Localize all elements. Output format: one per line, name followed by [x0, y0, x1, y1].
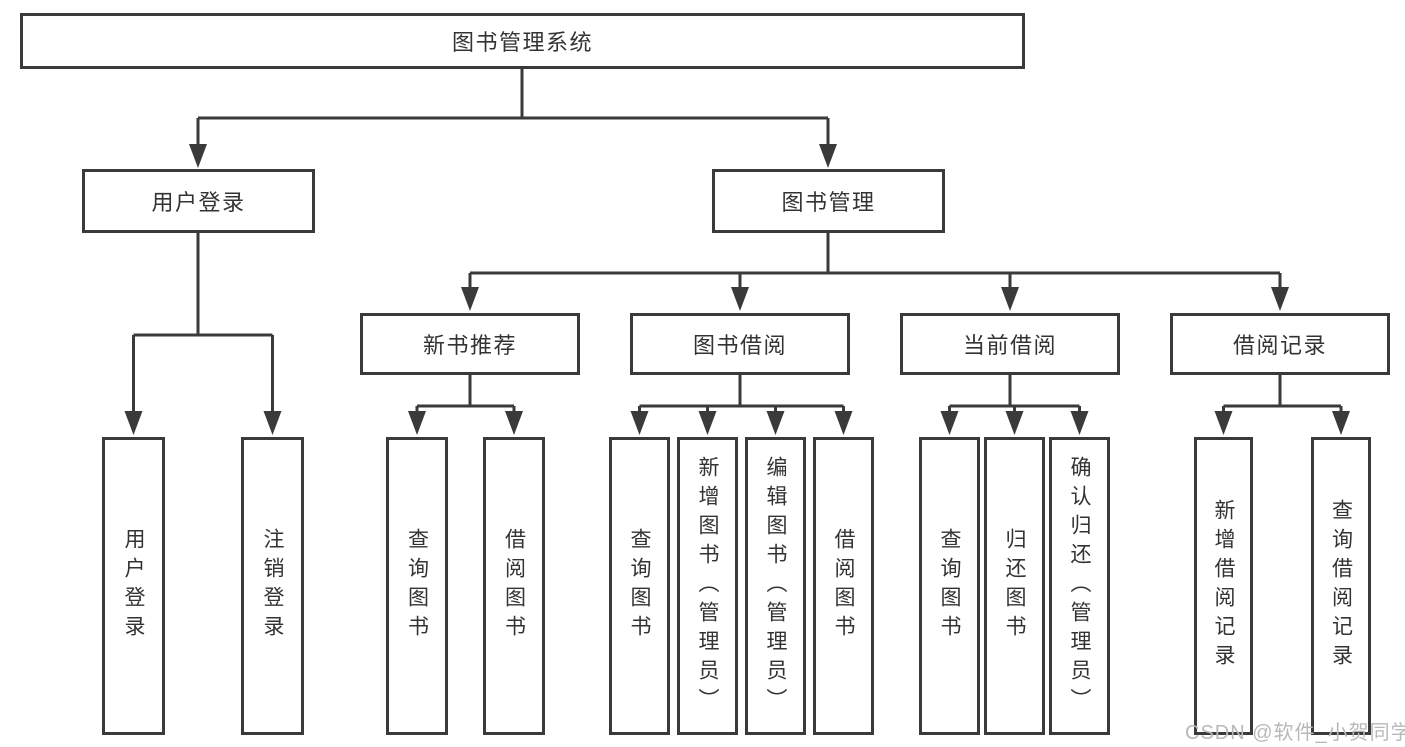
node-label: 当前借阅 — [962, 333, 1057, 358]
leaf-label: 新增借阅记录 — [1212, 499, 1235, 673]
leaf-borrow-books: 借阅图书 — [813, 437, 874, 735]
csdn-watermark: CSDN @软件_小贺同学 — [1185, 722, 1405, 744]
node-label: 借阅记录 — [1232, 333, 1327, 358]
leaf-label: 查询图书 — [628, 528, 651, 644]
node-user-login: 用户登录 — [82, 169, 315, 233]
leaf-label: 查询图书 — [405, 528, 429, 644]
node-label: 图书借阅 — [692, 333, 787, 358]
node-borrowing-records: 借阅记录 — [1170, 313, 1390, 375]
node-label: 图书管理系统 — [451, 30, 593, 55]
arrowheads — [124, 144, 1350, 435]
node-label: 用户登录 — [151, 190, 246, 215]
node-new-book-recommendation: 新书推荐 — [360, 313, 580, 375]
leaf-borrow-books-recommend: 借阅图书 — [483, 437, 545, 735]
leaf-return-books: 归还图书 — [984, 437, 1045, 735]
leaf-confirm-return-admin: 确认归还（管理员） — [1049, 437, 1110, 735]
leaf-label: 查询图书 — [938, 528, 961, 644]
leaf-label: 注销登录 — [261, 528, 284, 644]
node-library-system: 图书管理系统 — [20, 13, 1025, 69]
node-book-borrowing: 图书借阅 — [630, 313, 850, 375]
leaf-label: 用户登录 — [122, 528, 145, 644]
leaf-query-books-borrowing: 查询图书 — [609, 437, 670, 735]
leaf-label: 确认归还（管理员） — [1068, 455, 1091, 717]
leaf-edit-books-admin: 编辑图书（管理员） — [745, 437, 806, 735]
leaf-query-books-recommend: 查询图书 — [386, 437, 448, 735]
node-label: 新书推荐 — [422, 333, 517, 358]
leaf-logout: 注销登录 — [241, 437, 304, 735]
leaf-label: 借阅图书 — [502, 528, 526, 644]
node-current-borrowing: 当前借阅 — [900, 313, 1120, 375]
leaf-label: 编辑图书（管理员） — [764, 455, 787, 717]
leaf-user-login: 用户登录 — [102, 437, 165, 735]
leaf-query-books-current: 查询图书 — [919, 437, 980, 735]
leaf-add-books-admin: 新增图书（管理员） — [677, 437, 738, 735]
leaf-query-borrow-record: 查询借阅记录 — [1311, 437, 1371, 735]
leaf-label: 借阅图书 — [832, 528, 855, 644]
leaf-label: 归还图书 — [1003, 528, 1026, 644]
node-label: 图书管理 — [781, 190, 876, 215]
leaf-label: 新增图书（管理员） — [696, 455, 719, 717]
node-book-management: 图书管理 — [712, 169, 945, 233]
leaf-label: 查询借阅记录 — [1329, 499, 1353, 673]
leaf-add-borrow-record: 新增借阅记录 — [1194, 437, 1253, 735]
